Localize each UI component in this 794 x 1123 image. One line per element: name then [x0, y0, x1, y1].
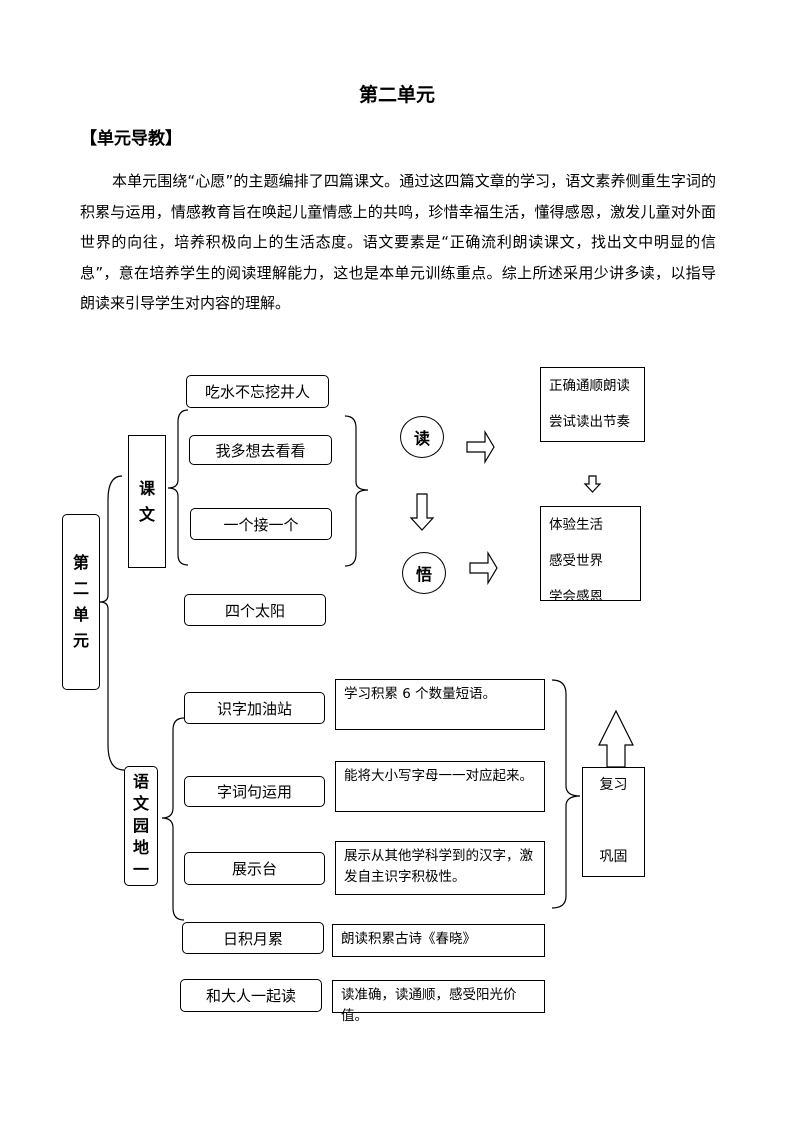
root-char: 单 — [72, 605, 89, 624]
lessons-group-char: 课 — [138, 478, 155, 498]
garden-group-char: 语 — [132, 772, 149, 791]
root-char: 元 — [72, 631, 89, 650]
lesson-item: 四个太阳 — [184, 594, 326, 626]
root-node: 第 二 单 元 — [62, 514, 100, 690]
section-heading: 【单元导教】 — [80, 129, 182, 149]
garden-note: 展示从其他学科学到的汉字，激发自主识字积极性。 — [335, 841, 545, 895]
garden-group-char: 文 — [132, 794, 149, 813]
page-title: 第二单元 — [358, 84, 435, 106]
review-box: 复习 巩固 — [582, 767, 645, 877]
arrow-up-review — [598, 709, 634, 768]
review-label: 复习 — [599, 777, 628, 793]
garden-item: 展示台 — [184, 852, 325, 885]
realize-goal: 感受世界 — [549, 553, 603, 569]
lessons-group-node: 课 文 — [128, 435, 166, 568]
garden-group-char: 地 — [132, 838, 149, 857]
garden-item: 识字加油站 — [184, 692, 325, 724]
garden-note: 读准确，读通顺，感受阳光价值。 — [332, 980, 545, 1024]
read-goal: 正确通顺朗读 — [549, 378, 630, 394]
arrow-right-realize — [469, 550, 498, 586]
root-char: 二 — [72, 579, 89, 598]
read-goals-box: 正确通顺朗读 尝试读出节奏 — [540, 367, 645, 442]
lesson-item: 吃水不忘挖井人 — [186, 375, 329, 408]
review-label: 巩固 — [599, 849, 628, 865]
garden-group-char: 一 — [132, 860, 149, 879]
garden-note: 朗读积累古诗《春晓》 — [332, 924, 545, 957]
lessons-brace — [167, 409, 189, 566]
root-char: 第 — [72, 553, 89, 572]
lessons-group-char: 文 — [138, 504, 155, 524]
garden-group-char: 园 — [132, 816, 149, 835]
arrow-right-read — [466, 429, 495, 465]
read-goal: 尝试读出节奏 — [549, 414, 630, 430]
arrow-down-circles — [409, 493, 435, 531]
realize-goals-box: 体验生活 感受世界 学会感恩 — [540, 506, 641, 601]
intro-paragraph: 本单元围绕“心愿”的主题编排了四篇课文。通过这四篇文章的学习，语文素养侧重生字词… — [80, 172, 716, 312]
lesson-item: 一个接一个 — [190, 508, 332, 540]
realize-circle: 悟 — [402, 552, 446, 594]
garden-item: 和大人一起读 — [180, 979, 322, 1012]
lessons-right-brace — [344, 415, 369, 567]
arrow-down-goals — [583, 475, 602, 493]
lesson-item: 我多想去看看 — [189, 435, 332, 465]
realize-goal: 学会感恩 — [549, 589, 603, 601]
garden-item: 字词句运用 — [184, 776, 325, 807]
garden-item: 日积月累 — [182, 922, 324, 954]
read-circle: 读 — [400, 416, 444, 458]
garden-group-node: 语 文 园 地 一 — [124, 766, 158, 886]
root-brace — [99, 475, 125, 771]
realize-goal: 体验生活 — [549, 517, 603, 533]
garden-note: 学习积累 6 个数量短语。 — [335, 679, 545, 730]
garden-note: 能将大小写字母一一对应起来。 — [335, 761, 545, 812]
review-brace — [551, 679, 581, 909]
garden-brace — [161, 717, 185, 921]
